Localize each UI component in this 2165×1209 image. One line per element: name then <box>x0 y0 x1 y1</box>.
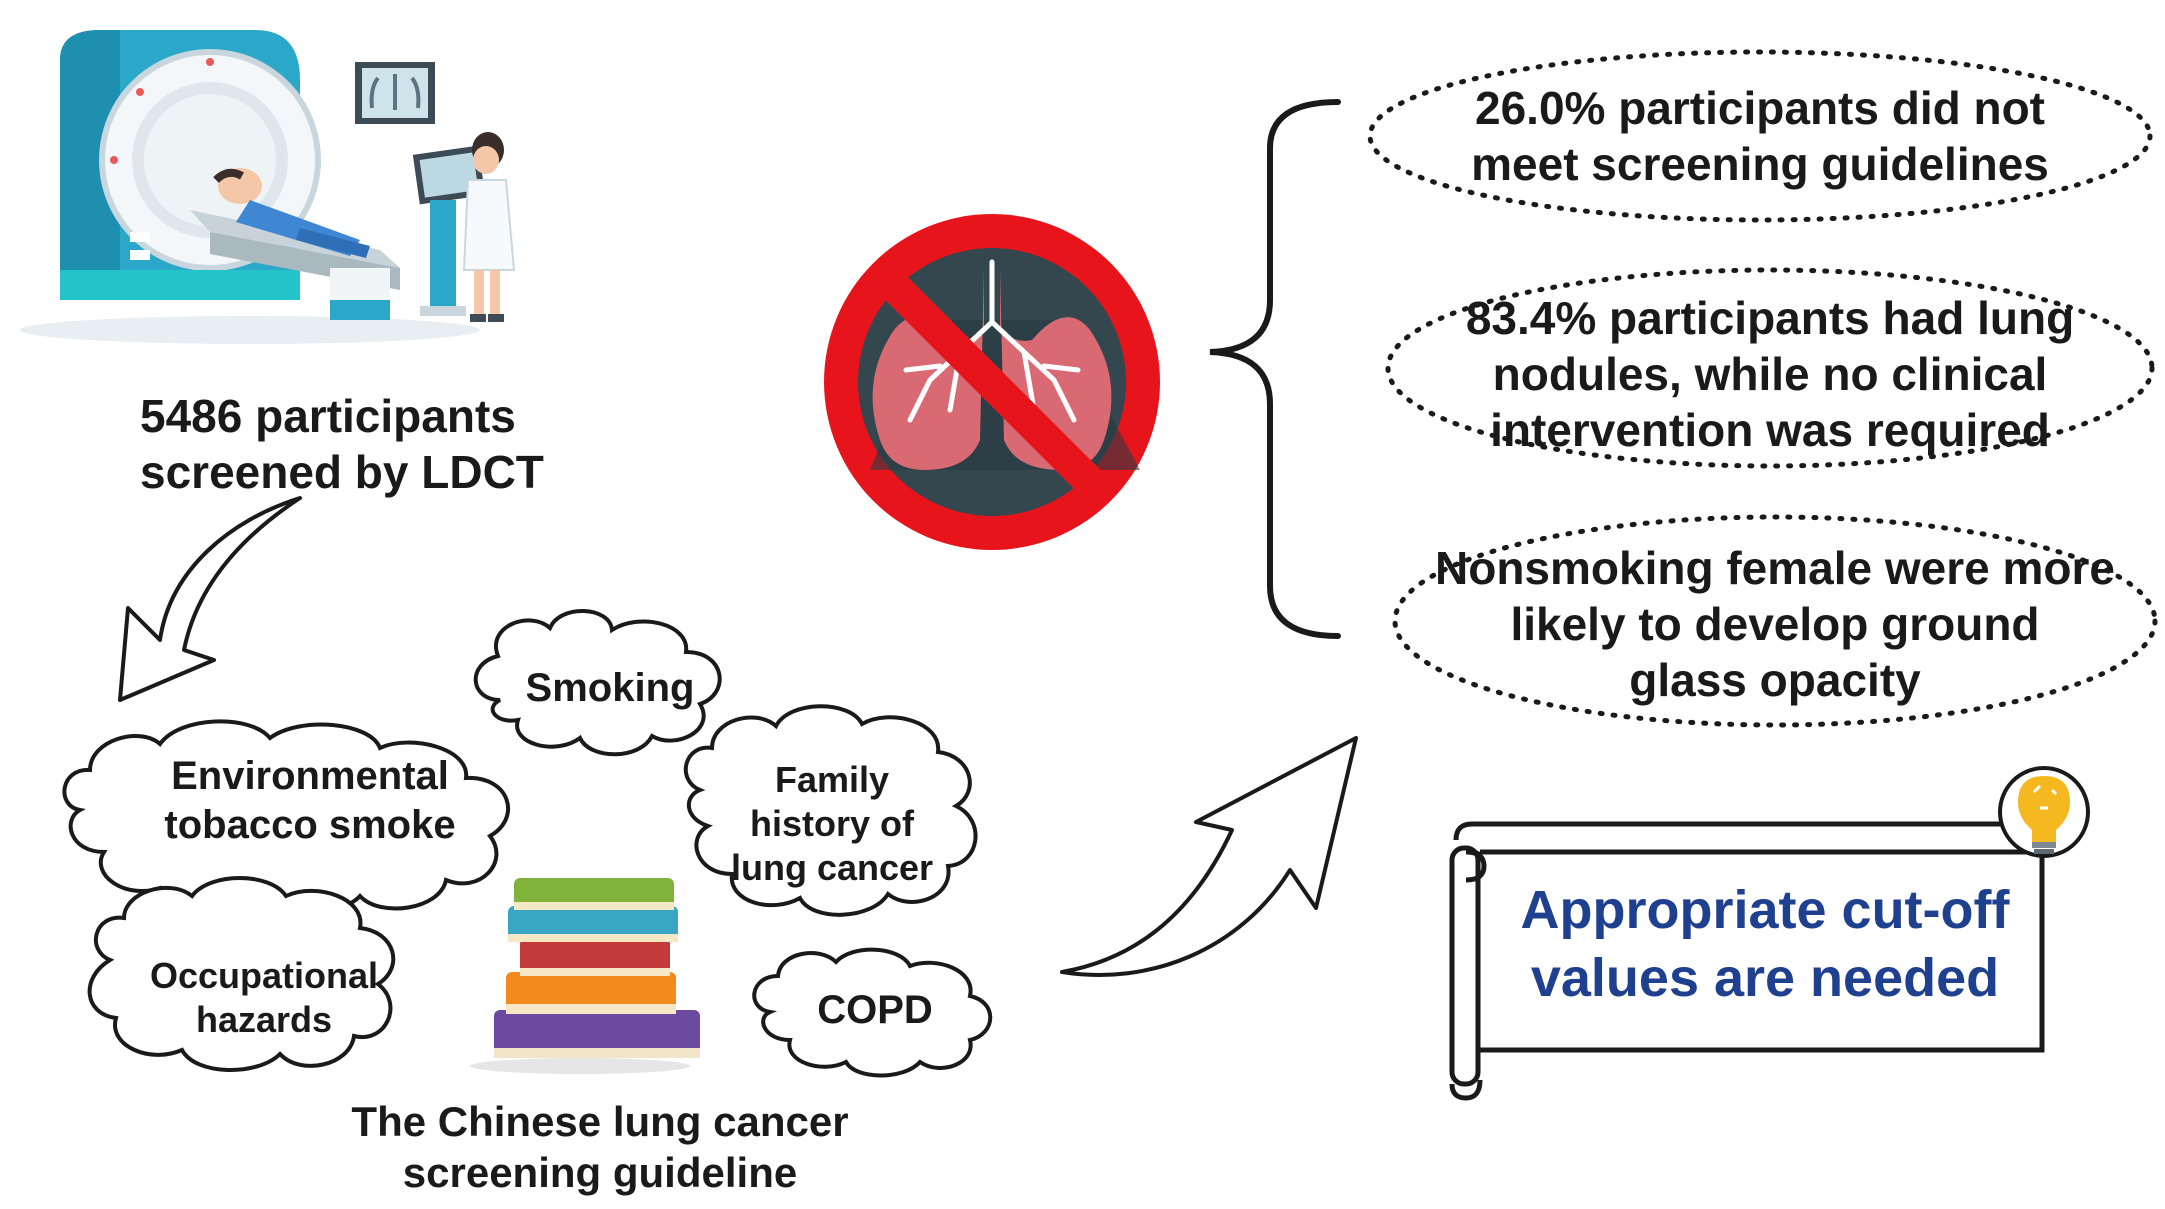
finding-1-line1: 26.0% participants did not <box>1475 82 2045 134</box>
finding-2-line3: intervention was required <box>1490 404 2050 457</box>
guideline-title: The Chinese lung cancer screening guidel… <box>300 1096 900 1198</box>
cloud-family-line1: Family <box>774 759 890 800</box>
finding-oval-1 <box>1367 49 2153 223</box>
cloud-occupational-label: Occupational hazards <box>124 954 404 1042</box>
lightbulb-icon <box>1998 766 2090 858</box>
cloud-occupational-line2: hazards <box>195 998 333 1040</box>
finding-2-line1: 83.4% participants had lung <box>1465 292 2075 344</box>
cloud-environmental-line2: tobacco smoke <box>164 802 456 847</box>
down-arrow <box>118 496 302 702</box>
finding-2-text: 83.4% participants had lung nodules, whi… <box>1420 290 2120 458</box>
finding-3-text: Nonsmoking female were more likely to de… <box>1410 540 2140 708</box>
conclusion-line1: Appropriate cut-off <box>1520 880 2010 940</box>
books-icon <box>470 878 700 1074</box>
findings-brace <box>1209 99 1341 639</box>
finding-ovals <box>1367 49 2158 728</box>
cloud-occupational <box>87 876 396 1072</box>
finding-1-text: 26.0% participants did not meet screenin… <box>1410 80 2110 192</box>
finding-2-line2: nodules, while no clinical <box>1492 348 2048 401</box>
guideline-title-line2: screening guideline <box>402 1149 798 1197</box>
cloud-copd <box>752 947 993 1078</box>
cloud-smoking-label: Smoking <box>525 666 695 710</box>
ct-scanner-icon <box>20 30 516 344</box>
finding-1-line2: meet screening guidelines <box>1471 138 2049 191</box>
finding-3-line1: Nonsmoking female were more <box>1435 542 2115 594</box>
ldct-caption-line1: 5486 participants <box>140 390 516 442</box>
guideline-title-line1: The Chinese lung cancer <box>351 1098 849 1145</box>
cloud-family-line2: history of <box>749 802 914 844</box>
cloud-family-line3: lung cancer <box>730 846 934 888</box>
no-lungs-icon <box>824 214 1160 550</box>
cloud-environmental-line1: Environmental <box>171 754 449 798</box>
finding-oval-2 <box>1385 267 2155 469</box>
conclusion-scroll <box>1449 821 2067 1101</box>
cloud-occupational-line1: Occupational <box>149 955 379 996</box>
up-right-arrow <box>1060 736 1358 977</box>
guideline-clouds <box>62 609 993 1078</box>
finding-3-line3: glass opacity <box>1629 654 1921 707</box>
cloud-environmental-label: Environmental tobacco smoke <box>120 752 500 850</box>
cloud-family-label: Family history of lung cancer <box>712 758 952 890</box>
finding-3-line2: likely to develop ground <box>1510 598 2040 651</box>
conclusion-line2: values are needed <box>1530 948 2000 1009</box>
ldct-caption-line2: screened by LDCT <box>140 446 544 499</box>
finding-oval-3 <box>1392 514 2158 728</box>
cloud-family <box>683 704 978 917</box>
conclusion-text: Appropriate cut-off values are needed <box>1490 876 2040 1012</box>
cloud-copd-label: COPD <box>817 988 933 1032</box>
ldct-caption: 5486 participants screened by LDCT <box>140 388 544 500</box>
cloud-smoking <box>473 609 722 757</box>
